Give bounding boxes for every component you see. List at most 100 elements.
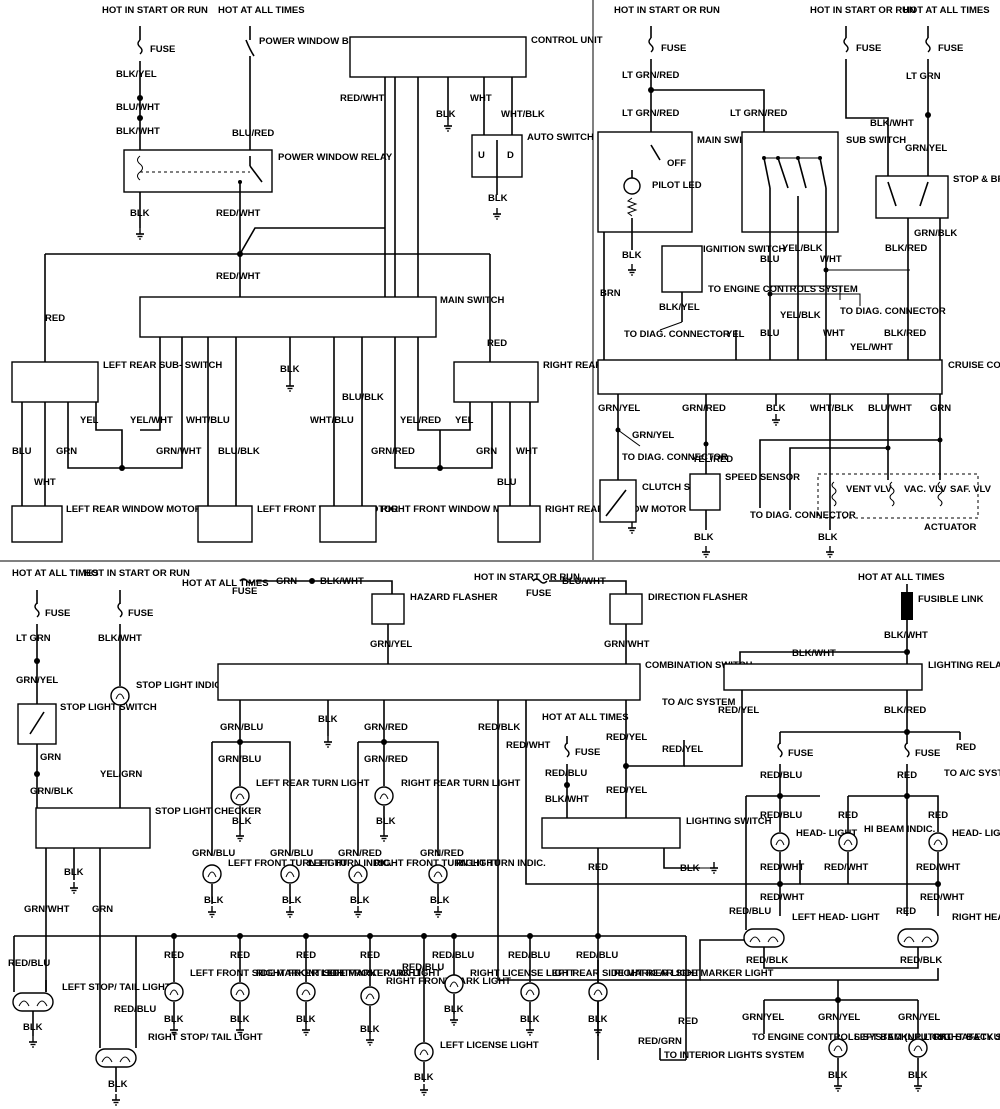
left-rear-sub-switch (11, 361, 99, 403)
speed-sensor (689, 473, 721, 511)
wire-grn-red-l4: GRN/RED (420, 848, 464, 859)
wire-red-l10: RED (360, 950, 380, 961)
label-left-front-park-light: LEFT FRONT PARK LIGHT (322, 968, 441, 979)
wire-blk-l16: BLK (444, 1004, 464, 1015)
label-fuse-l5: FUSE (575, 747, 600, 758)
left-front-window-motor (197, 505, 253, 543)
label-hot-all-times-l1: HOT AT ALL TIMES (12, 568, 99, 579)
label-lighting-relay: LIGHTING RELAY (928, 660, 1000, 671)
label-hot-all-times: HOT AT ALL TIMES (218, 5, 305, 16)
wire-blk-cc2: BLK (694, 532, 714, 543)
wire-grn-blu-l4: GRN/BLU (270, 848, 313, 859)
label-left-head-light: LEFT HEAD- LIGHT (792, 912, 880, 923)
label-lighting-switch: LIGHTING SWITCH (686, 816, 772, 827)
label-ignition-switch: IGNITION SWITCH (703, 244, 785, 255)
ground-icon (913, 1079, 923, 1092)
label-left-rear-sub-switch: LEFT REAR SUB- SWITCH (103, 360, 222, 371)
left-front-turn-lamp-icon (202, 864, 222, 884)
wire-red-wht-l3: RED/WHT (824, 862, 869, 873)
wire-blk-l4: BLK (232, 816, 252, 827)
label-hot-all-times-cc: HOT AT ALL TIMES (903, 5, 990, 16)
ground-icon (285, 905, 295, 918)
wire-red-wht-2: RED/WHT (340, 93, 385, 104)
right-rear-sub-switch (453, 361, 539, 403)
ground-icon (69, 881, 79, 894)
wire-grn-wht-1: GRN/WHT (156, 446, 202, 457)
power-window-relay (123, 149, 273, 193)
right-front-turn-lamp-icon (348, 864, 368, 884)
wire-blu-red: BLU/RED (232, 128, 274, 139)
label-off: OFF (667, 158, 686, 169)
label-fuse-cc1: FUSE (661, 43, 686, 54)
label-to-diag-connector-cc2: TO DIAG. CONNECTOR (624, 329, 730, 340)
wire-wht-2: WHT (34, 477, 56, 488)
label-stop-brake-switch: STOP & BRAKE SWITCH (953, 174, 1000, 185)
label-left-front-turn-light: LEFT FRONT TURN LIGHT (228, 858, 347, 869)
fuse-icon (843, 37, 849, 53)
wire-blk-l1: BLK (64, 867, 84, 878)
wire-blu-cc1: BLU (760, 254, 780, 265)
wire-yel-wht-cc: YEL/WHT (850, 342, 893, 353)
label-hazard-flasher: HAZARD FLASHER (410, 592, 498, 603)
label-stop-light-switch: STOP LIGHT SWITCH (60, 702, 157, 713)
ground-icon (449, 1013, 459, 1026)
wire-red-blk-l3: RED/BLK (900, 955, 942, 966)
label-to-interior-lights: TO INTERIOR LIGHTS SYSTEM (664, 1050, 804, 1061)
wire-grn-blu-l2: GRN/BLU (218, 754, 261, 765)
wire-wht-3: WHT (516, 446, 538, 457)
ground-icon (443, 119, 453, 132)
label-direction-flasher: DIRECTION FLASHER (648, 592, 748, 603)
wire-blk-3: BLK (488, 193, 508, 204)
right-rear-window-motor (497, 505, 541, 543)
wire-blu-1: BLU (12, 446, 32, 457)
right-turn-indic-lamp-icon (428, 864, 448, 884)
wire-red-2: RED (487, 338, 507, 349)
wire-red-wht-l1: RED/WHT (506, 740, 551, 751)
head-light-lamp-icon (770, 832, 790, 852)
wire-blk-cc3: BLK (766, 403, 786, 414)
wire-blk-red-cc2: BLK/RED (884, 328, 926, 339)
wire-wht-cc1: WHT (820, 254, 842, 265)
wire-blk-l6: BLK (282, 895, 302, 906)
lighting-circuit: HOT AT ALL TIMES HOT IN START OR RUN FUS… (8, 568, 1000, 1106)
label-sub-switch: SUB SWITCH (846, 135, 906, 146)
label-to-ac-system-2: TO A/C SYSTEM (944, 768, 1000, 779)
wire-wht-blu-1: WHT/BLU (186, 415, 230, 426)
cc-main-switch (597, 131, 693, 233)
right-backup-lamp-icon (908, 1038, 928, 1058)
sub-switch (741, 131, 839, 233)
label-head-light-1: HEAD- LIGHT (796, 828, 857, 839)
ground-icon (111, 1093, 121, 1106)
wire-blk-wht-l5: BLK/WHT (792, 648, 836, 659)
wire-blk-4: BLK (280, 364, 300, 375)
wire-lt-grn-red-3: LT GRN/RED (730, 108, 787, 119)
fuse-icon (117, 602, 123, 618)
pilot-led-icon (623, 177, 641, 195)
wire-red-yel-l3: RED/YEL (606, 785, 647, 796)
breaker-icon (245, 39, 255, 57)
ground-icon (771, 413, 781, 426)
label-auto-switch: AUTO SWITCH (527, 132, 594, 143)
wire-blu-wht: BLU/WHT (116, 102, 160, 113)
wire-blk-l11: BLK (164, 1014, 184, 1025)
wire-grn-red-cc: GRN/RED (682, 403, 726, 414)
label-saf-vlv: SAF. VLV (950, 484, 992, 495)
label-stop-light-checker: STOP LIGHT CHECKER (155, 806, 261, 817)
label-hot-at-all-times-l3: HOT AT ALL TIMES (542, 712, 629, 723)
label-left-rear-turn-light: LEFT REAR TURN LIGHT (256, 778, 370, 789)
label-combination-switch: COMBINATION SWITCH (645, 660, 753, 671)
right-stop-tail-lamp-icon (95, 1048, 137, 1068)
wire-blk-arrow: BLK (680, 863, 700, 874)
wire-blk-wht-l4: BLK/WHT (884, 630, 928, 641)
wire-blk-l8: BLK (376, 816, 396, 827)
wire-blu-blk-2: BLU/BLK (342, 392, 384, 403)
label-to-diag-connector-cc4: TO DIAG. CONNECTOR (750, 510, 856, 521)
ground-icon (627, 521, 637, 534)
wire-red-l1: RED (588, 862, 608, 873)
label-cruise-control-unit: CRUISE CONTROL UNIT (948, 360, 1000, 371)
wire-grn-wht-l2: GRN/WHT (604, 639, 650, 650)
wire-yel-1: YEL (80, 415, 99, 426)
label-right-front-window-motor: RIGHT FRONT WINDOW MOTOR (381, 504, 528, 515)
wire-blk-l15: BLK (414, 1072, 434, 1083)
